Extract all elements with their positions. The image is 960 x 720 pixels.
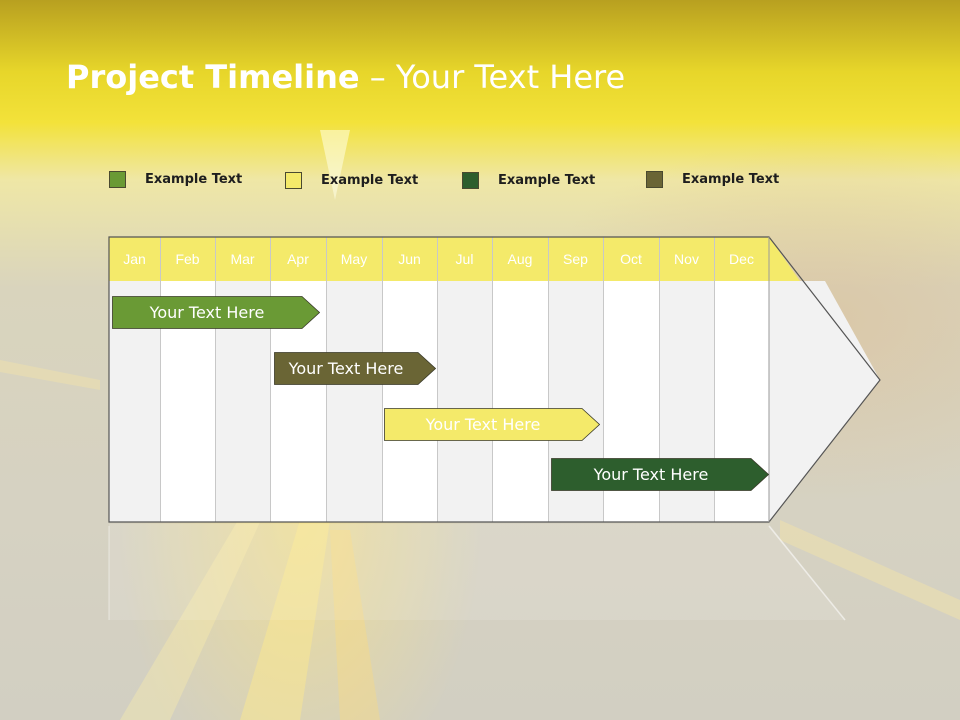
month-column: [492, 281, 548, 522]
month-column: [437, 281, 492, 522]
legend-swatch: [285, 172, 302, 189]
month-label-may: May: [340, 251, 368, 267]
legend-swatch: [109, 171, 126, 188]
bar-label: Your Text Here: [288, 359, 404, 378]
arrow-head: [769, 281, 880, 522]
timeline-bar-4: Your Text Here: [551, 458, 769, 491]
title-bold: Project Timeline: [66, 58, 360, 96]
month-label-feb: Feb: [175, 251, 200, 267]
bar-shape: [112, 296, 320, 329]
arrow-reflection: [109, 524, 845, 620]
month-label-jan: Jan: [123, 251, 146, 267]
bar-shape: [384, 408, 600, 441]
title-rest: – Your Text Here: [359, 58, 626, 96]
legend-label: Example Text: [498, 173, 596, 188]
legend-swatch: [462, 172, 479, 189]
month-label-aug: Aug: [507, 251, 533, 267]
bar-label: Your Text Here: [425, 415, 541, 434]
arrow-outline: [108, 236, 881, 523]
bar-shape: [551, 458, 769, 491]
legend-label: Example Text: [321, 173, 419, 188]
timeline-bar-1: Your Text Here: [112, 296, 320, 329]
bar-shape: [274, 352, 436, 385]
month-label-oct: Oct: [620, 251, 642, 267]
month-column: [382, 281, 437, 522]
month-column: [326, 281, 382, 522]
legend-swatch: [646, 171, 663, 188]
month-label-nov: Nov: [674, 251, 699, 267]
legend-label: Example Text: [682, 172, 780, 187]
header-band: [109, 237, 800, 281]
bar-label: Your Text Here: [149, 303, 265, 322]
timeline-bar-2: Your Text Here: [274, 352, 436, 385]
month-label-dec: Dec: [729, 251, 754, 267]
month-label-sep: Sep: [563, 251, 588, 267]
timeline-bar-3: Your Text Here: [384, 408, 600, 441]
bar-label: Your Text Here: [593, 465, 709, 484]
month-label-mar: Mar: [230, 251, 255, 267]
month-label-jul: Jul: [455, 251, 474, 267]
month-label-apr: Apr: [287, 251, 309, 267]
page-title: Project Timeline – Your Text Here: [66, 58, 625, 96]
month-label-jun: Jun: [398, 251, 421, 267]
legend-label: Example Text: [145, 172, 243, 187]
reflection-edge: [768, 525, 846, 621]
